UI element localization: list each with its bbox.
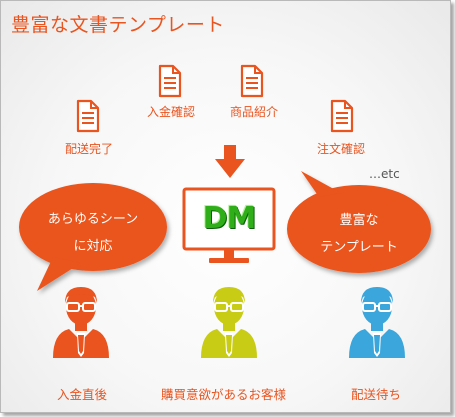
doc-label-shipped: 配送完了 [65,142,114,156]
person-icon [349,287,405,358]
person-icon [201,287,257,358]
bubble-right-line1: 豊富な [339,213,379,228]
monitor-dm-text: DM [202,201,257,236]
page-title: 豊富な文書テンプレート [11,14,225,36]
bubble-left-line2: に対応 [73,239,113,254]
document-icon [76,99,100,133]
caption-after-payment: 入金直後 [57,387,108,402]
bubble-left-line1: あらゆるシーン [47,212,139,227]
document-icon [330,99,354,133]
person-icon [53,287,109,358]
document-icon [240,64,264,98]
etc-label: …etc [369,167,400,181]
monitor-icon [182,187,276,263]
caption-eager-customer: 購買意欲があるお客様 [161,387,287,402]
bubble-right-line2: テンプレート [320,240,398,255]
document-icon [158,64,182,98]
arrow-down-icon [215,145,245,178]
doc-label-payment: 入金確認 [147,105,196,119]
doc-label-order: 注文確認 [317,142,366,156]
doc-label-product: 商品紹介 [230,105,279,119]
caption-awaiting-delivery: 配送待ち [351,387,402,402]
